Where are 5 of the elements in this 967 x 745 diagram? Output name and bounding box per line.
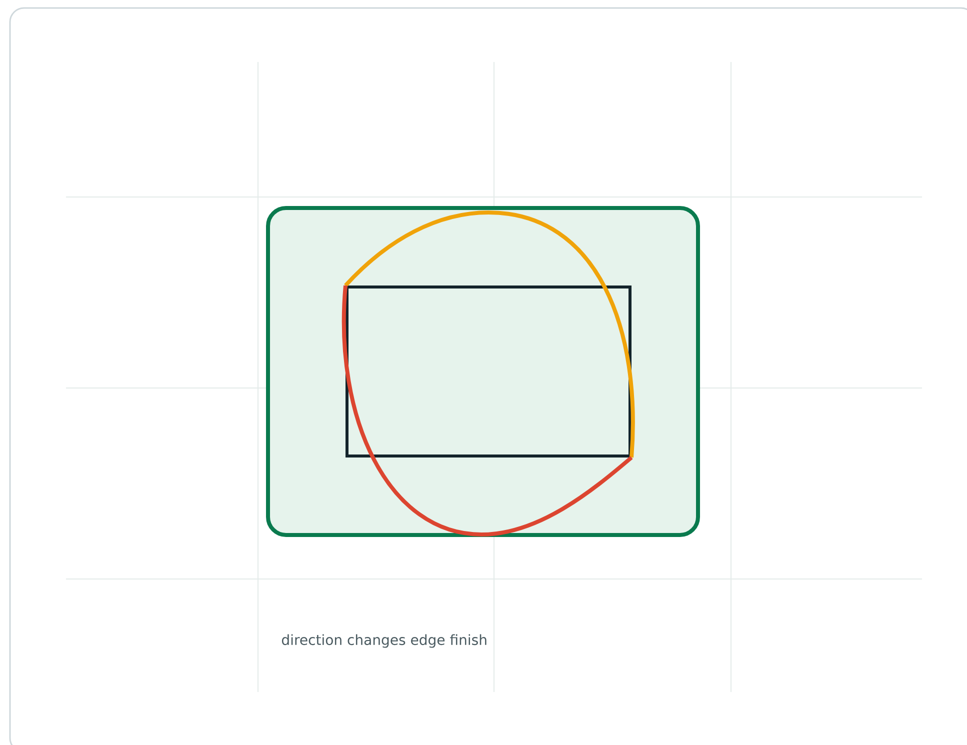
curve (342, 285, 633, 536)
rectangle (346, 286, 632, 458)
caption-text: direction changes edge finish (282, 634, 486, 648)
curve (344, 210, 635, 458)
rounded-box (266, 206, 700, 537)
